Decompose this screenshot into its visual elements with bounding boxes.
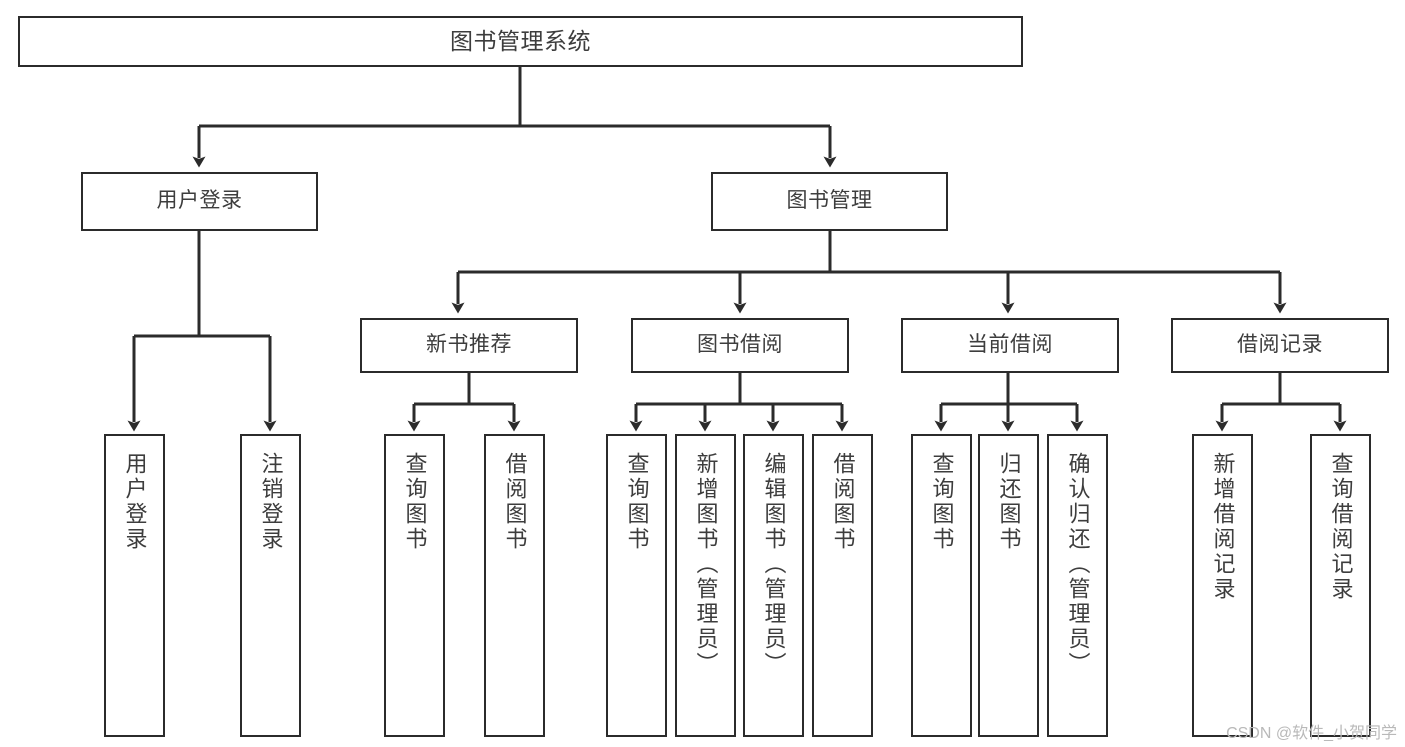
leaf-recommend-query-book[interactable]: 查询图书 <box>384 434 445 737</box>
leaf-current-return-book[interactable]: 归还图书 <box>978 434 1039 737</box>
leaf-current-query-book[interactable]: 查询图书 <box>911 434 972 737</box>
node-label: 用户登录 <box>156 189 243 213</box>
leaf-user-login-login[interactable]: 用户登录 <box>104 434 165 737</box>
node-label: 借阅图书 <box>830 452 856 552</box>
node-label: 查询图书 <box>402 452 428 552</box>
node-book-management[interactable]: 图书管理 <box>711 172 948 231</box>
leaf-recommend-borrow-book[interactable]: 借阅图书 <box>484 434 545 737</box>
leaf-current-confirm-return-admin[interactable]: 确认归还（管理员） <box>1047 434 1108 737</box>
node-label: 用户登录 <box>122 452 148 552</box>
node-current-borrow[interactable]: 当前借阅 <box>901 318 1119 373</box>
leaf-borrow-query-book[interactable]: 查询图书 <box>606 434 667 737</box>
leaf-borrow-edit-book-admin[interactable]: 编辑图书（管理员） <box>743 434 804 737</box>
leaf-borrow-borrow-book[interactable]: 借阅图书 <box>812 434 873 737</box>
node-label: 当前借阅 <box>967 333 1053 357</box>
node-label: 查询图书 <box>929 452 955 552</box>
leaf-borrow-add-book-admin[interactable]: 新增图书（管理员） <box>675 434 736 737</box>
node-label: 查询图书 <box>624 452 650 552</box>
node-label: 借阅图书 <box>502 452 528 552</box>
watermark-text: CSDN @软件_小贺同学 <box>1226 725 1397 742</box>
leaf-record-add-record[interactable]: 新增借阅记录 <box>1192 434 1253 737</box>
node-label: 归还图书 <box>996 452 1022 552</box>
node-label: 查询借阅记录 <box>1328 452 1354 602</box>
node-user-login[interactable]: 用户登录 <box>81 172 318 231</box>
node-root-system[interactable]: 图书管理系统 <box>18 16 1023 67</box>
node-book-borrow[interactable]: 图书借阅 <box>631 318 849 373</box>
node-label: 编辑图书（管理员） <box>761 452 787 677</box>
node-label: 新书推荐 <box>426 333 512 357</box>
node-label: 注销登录 <box>258 452 284 552</box>
node-label: 图书管理 <box>786 189 873 213</box>
leaf-user-login-logout[interactable]: 注销登录 <box>240 434 301 737</box>
node-borrow-record[interactable]: 借阅记录 <box>1171 318 1389 373</box>
node-label: 新增借阅记录 <box>1210 452 1236 602</box>
node-label: 图书管理系统 <box>450 27 591 54</box>
node-new-book-recommend[interactable]: 新书推荐 <box>360 318 578 373</box>
node-label: 新增图书（管理员） <box>693 452 719 677</box>
node-label: 图书借阅 <box>697 333 783 357</box>
leaf-record-query-record[interactable]: 查询借阅记录 <box>1310 434 1371 737</box>
node-label: 确认归还（管理员） <box>1065 452 1091 677</box>
node-label: 借阅记录 <box>1237 333 1323 357</box>
